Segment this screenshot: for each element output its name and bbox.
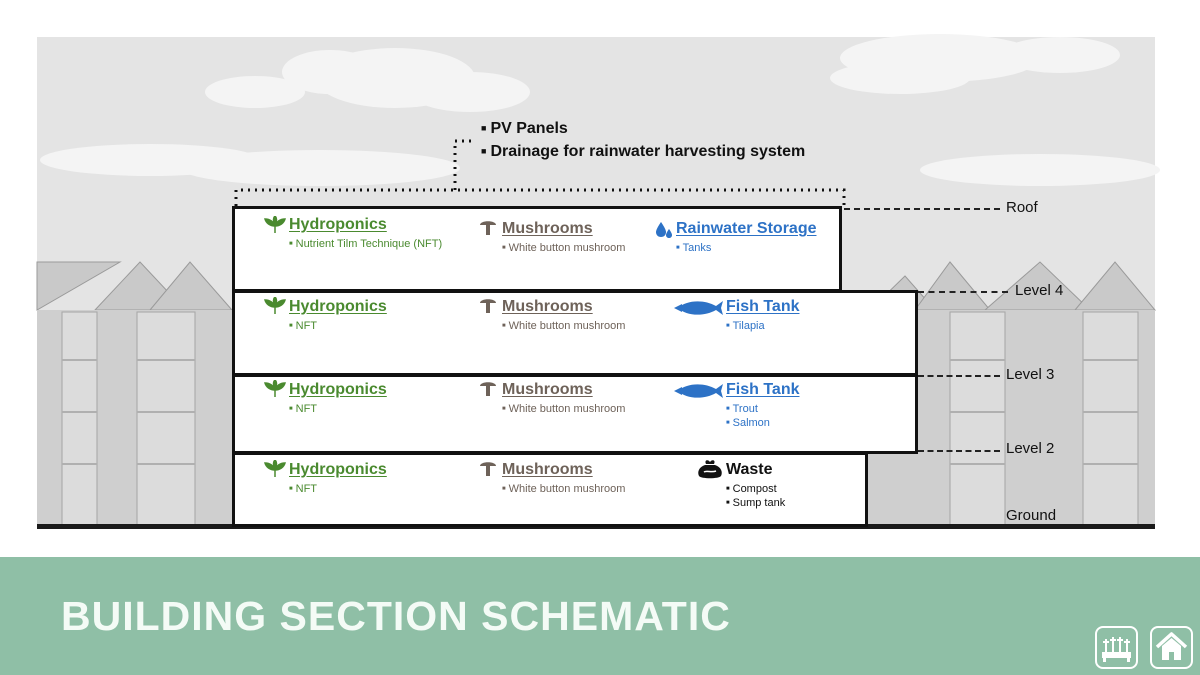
mushrooms-title: Mushrooms <box>502 381 593 398</box>
label-level-4: Level 4 <box>1015 282 1064 299</box>
hydroponics-title: Hydroponics <box>289 381 387 398</box>
list-item: Nutrient Tilm Technique (NFT) <box>289 237 443 251</box>
sprout-icon <box>264 297 286 315</box>
list-item: White button mushroom <box>502 482 626 496</box>
leader-roof <box>844 208 1000 210</box>
home-button[interactable] <box>1150 626 1193 669</box>
section-diagram: PV Panels Drainage for rainwater harvest… <box>0 0 1200 560</box>
mushrooms-title: Mushrooms <box>502 298 593 315</box>
label-ground: Ground <box>1006 507 1057 524</box>
home-icon <box>1155 632 1188 660</box>
fish-tank-title: Fish Tank <box>726 381 800 398</box>
leader-level-3 <box>918 375 1000 377</box>
fish-icon <box>674 301 723 315</box>
leader-level-4 <box>918 291 1008 293</box>
page-title: BUILDING SECTION SCHEMATIC <box>61 593 731 639</box>
mushroom-icon <box>480 221 496 235</box>
fish-tank-list: Tilapia <box>726 319 765 333</box>
greenhouse-button[interactable] <box>1095 626 1138 669</box>
sprout-icon <box>264 380 286 398</box>
list-item: Tanks <box>676 241 712 255</box>
mushrooms-list: White button mushroom <box>502 319 626 333</box>
mushroom-icon <box>480 299 496 313</box>
list-item: Compost <box>726 482 785 496</box>
label-level-2: Level 2 <box>1006 440 1055 457</box>
sprout-icon <box>264 460 286 478</box>
sprout-icon <box>264 216 286 234</box>
mushrooms-title: Mushrooms <box>502 220 593 237</box>
background-illustration <box>36 34 1160 529</box>
hydroponics-list: NFT <box>289 482 317 496</box>
mushrooms-list: White button mushroom <box>502 402 626 416</box>
label-roof: Roof <box>1006 199 1038 216</box>
mushroom-icon <box>480 382 496 396</box>
note-drainage: Drainage for rainwater harvesting system <box>481 143 805 161</box>
waste-title: Waste <box>726 461 773 478</box>
list-item: Tilapia <box>726 319 765 333</box>
fish-icon <box>674 384 723 398</box>
leader-level-2 <box>918 450 1000 452</box>
list-item: White button mushroom <box>502 241 626 255</box>
waste-bag-icon <box>698 460 722 479</box>
list-item: NFT <box>289 319 317 333</box>
list-item: NFT <box>289 482 317 496</box>
label-level-3: Level 3 <box>1006 366 1055 383</box>
list-item: NFT <box>289 402 317 416</box>
hydroponics-list: Nutrient Tilm Technique (NFT) <box>289 237 443 251</box>
list-item: Sump tank <box>726 496 786 510</box>
note-pv-panels: PV Panels <box>481 120 567 138</box>
waste-list: CompostSump tank <box>726 482 786 510</box>
list-item: White button mushroom <box>502 402 626 416</box>
rainwater-storage-title: Rainwater Storage <box>676 220 817 237</box>
list-item: White button mushroom <box>502 319 626 333</box>
hydroponics-title: Hydroponics <box>289 216 387 233</box>
hydroponics-title: Hydroponics <box>289 298 387 315</box>
hydroponics-list: NFT <box>289 402 317 416</box>
fish-tank-title: Fish Tank <box>726 298 800 315</box>
list-item: Salmon <box>726 416 770 430</box>
mushrooms-list: White button mushroom <box>502 482 626 496</box>
footer-bar: BUILDING SECTION SCHEMATIC <box>0 557 1200 675</box>
list-item: Trout <box>726 402 770 416</box>
mushroom-icon <box>480 462 496 476</box>
floor-level-4 <box>232 290 918 376</box>
fish-tank-list: TroutSalmon <box>726 402 770 430</box>
hydroponics-list: NFT <box>289 319 317 333</box>
mushrooms-list: White button mushroom <box>502 241 626 255</box>
hydroponics-title: Hydroponics <box>289 461 387 478</box>
greenhouse-icon <box>1102 637 1131 662</box>
water-drop-icon <box>656 222 672 238</box>
rainwater-storage-list: Tanks <box>676 241 712 255</box>
mushrooms-title: Mushrooms <box>502 461 593 478</box>
